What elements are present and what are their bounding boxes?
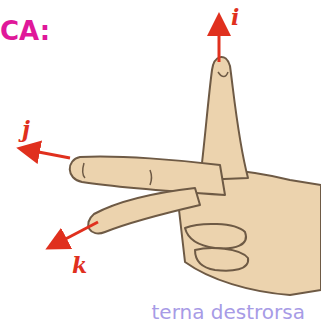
vector-label: k bbox=[72, 252, 87, 278]
caption: terna destrorsa bbox=[152, 300, 306, 324]
vector-label: i bbox=[231, 4, 239, 30]
heading-fragment: CA: bbox=[0, 16, 50, 46]
vector-label: j bbox=[22, 116, 30, 142]
